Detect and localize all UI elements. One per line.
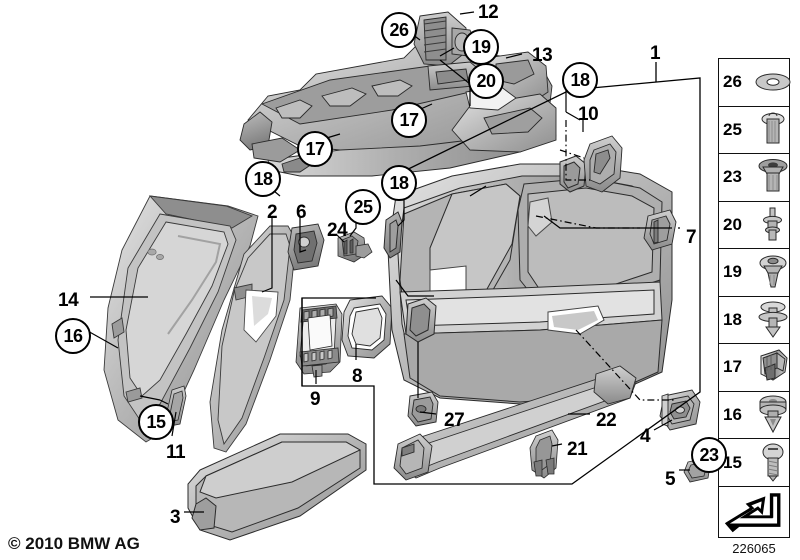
callout-19-circled[interactable]: 19: [463, 29, 499, 65]
callout-11[interactable]: 11: [166, 442, 186, 463]
legend-num-17: 17: [723, 357, 742, 377]
legend-num-15: 15: [723, 452, 742, 472]
expanding-rivet-icon: [749, 202, 795, 249]
part-24-spring-clip: [337, 231, 373, 263]
part-8-trim-frame-bezel: [341, 295, 393, 359]
callout-16-circled[interactable]: 16: [55, 318, 91, 354]
legend-row-20[interactable]: 20: [719, 202, 789, 249]
legend-row-19[interactable]: 19: [719, 249, 789, 297]
legend-num-19: 19: [723, 262, 742, 282]
part-10-upper-bracket: [583, 135, 623, 193]
part-main-trunk-trim-panel: [383, 155, 673, 405]
grommet-clip-icon: [749, 392, 795, 439]
leader-lines: [85, 11, 690, 513]
callout-17-circled[interactable]: 17: [391, 102, 427, 138]
callout-18-circled[interactable]: 18: [245, 161, 281, 197]
callout-12[interactable]: 12: [478, 2, 499, 23]
callout-7[interactable]: 7: [686, 227, 697, 248]
callout-25-circled[interactable]: 25: [345, 189, 381, 225]
callout-20-circled[interactable]: 20: [468, 63, 504, 99]
part-27-cover-cap-square: [407, 391, 439, 427]
direction-arrow-box: [718, 486, 790, 538]
part-7-cover-cap: [643, 209, 677, 251]
callout-15-circled[interactable]: 15: [138, 404, 174, 440]
callout-26-circled[interactable]: 26: [381, 12, 417, 48]
socket-head-bolt-icon: [749, 154, 795, 201]
torx-screw-icon: [749, 249, 795, 296]
callout-4[interactable]: 4: [640, 426, 651, 447]
pan-head-bolt-icon: [749, 107, 795, 154]
part-6-cover-cap: [287, 223, 325, 271]
metal-spring-clip-icon: [749, 344, 795, 391]
callout-27[interactable]: 27: [444, 410, 465, 431]
legend-row-15[interactable]: 15: [719, 439, 789, 487]
legend-row-25[interactable]: 25: [719, 107, 789, 154]
legend-num-25: 25: [723, 119, 742, 139]
legend-row-18[interactable]: 18: [719, 297, 789, 344]
push-in-clip-icon: [749, 297, 795, 344]
legend-num-23: 23: [723, 167, 742, 187]
callout-2[interactable]: 2: [267, 202, 278, 223]
part-21-retaining-clip: [529, 429, 559, 479]
self-tapping-screw-icon: [749, 439, 795, 487]
part-14-c-pillar-trim: [103, 195, 259, 443]
legend-num-18: 18: [723, 309, 742, 329]
diagram-id: 226065: [732, 541, 776, 556]
callout-1[interactable]: 1: [650, 43, 661, 64]
callout-5[interactable]: 5: [665, 469, 676, 490]
legend-row-16[interactable]: 16: [719, 392, 789, 439]
legend-num-26: 26: [723, 72, 742, 92]
callout-22[interactable]: 22: [596, 410, 617, 431]
part-3-lower-trim-panel: [187, 433, 367, 541]
flat-washer-icon: [749, 59, 795, 106]
part-4-lashing-eye-cover: [659, 389, 701, 431]
legend-row-26[interactable]: 26: [719, 59, 791, 107]
callout-3[interactable]: 3: [170, 507, 181, 528]
copyright-notice: © 2010 BMW AG: [8, 534, 140, 553]
legend-num-16: 16: [723, 404, 742, 424]
callout-18-circled[interactable]: 18: [381, 165, 417, 201]
legend-row-17[interactable]: 17: [719, 344, 789, 392]
part-9-socket-module: [295, 303, 343, 378]
legend-num-20: 20: [723, 214, 742, 234]
callout-13[interactable]: 13: [532, 45, 553, 66]
callout-6[interactable]: 6: [296, 202, 307, 223]
legend-row-23[interactable]: 23: [719, 154, 789, 202]
callout-18-circled[interactable]: 18: [562, 62, 598, 98]
hardware-legend: 26 25 23 20 19: [718, 58, 791, 488]
callout-17-circled[interactable]: 17: [297, 131, 333, 167]
callout-21[interactable]: 21: [567, 439, 588, 460]
callout-9[interactable]: 9: [310, 389, 321, 410]
callout-24[interactable]: 24: [327, 220, 348, 241]
callout-8[interactable]: 8: [352, 366, 363, 387]
callout-23-circled[interactable]: 23: [691, 437, 727, 473]
callout-14[interactable]: 14: [58, 290, 79, 311]
callout-10[interactable]: 10: [578, 104, 599, 125]
part-22-loading-sill-trim: [393, 365, 637, 481]
vehicle-direction-arrow-icon: [724, 493, 781, 533]
